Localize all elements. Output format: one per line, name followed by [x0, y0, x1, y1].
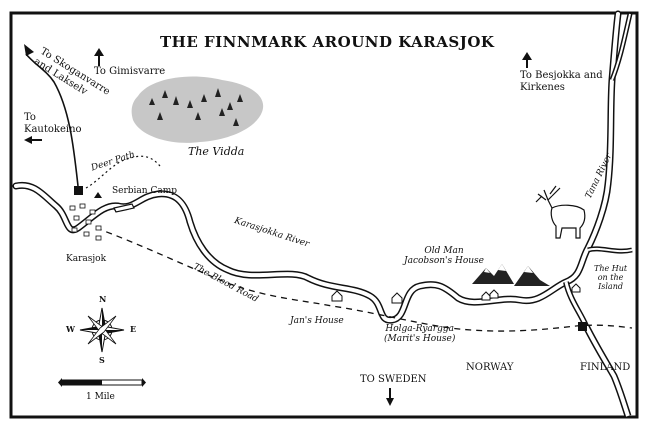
map-border	[9, 11, 639, 419]
label-finland: FINLAND	[580, 362, 631, 373]
label-besjokka: To Besjokka and Kirkenes	[520, 70, 603, 93]
label-holga-line1: Holga-Ryargga	[385, 324, 454, 334]
border-crossing-marker	[578, 322, 587, 331]
label-old-man: Old Man Jacobson's House	[404, 246, 484, 267]
scale-bar	[58, 378, 146, 387]
karasjok-houses	[69, 203, 102, 241]
map-title: THE FINNMARK AROUND KARASJOK	[160, 33, 495, 51]
jans-house-icon	[331, 290, 343, 302]
blood-road	[95, 227, 633, 332]
label-hut: The Hut on the Island	[594, 264, 627, 292]
label-holga: Holga-Ryargga (Marit's House)	[384, 324, 455, 345]
compass-n: N	[99, 294, 107, 304]
tana-south-inner	[584, 325, 630, 417]
sweden-arrow	[386, 388, 394, 406]
reindeer-icon	[535, 185, 586, 239]
scale-label: 1 Mile	[86, 392, 115, 402]
label-gimisvarre: To Gimisvarre	[94, 66, 166, 77]
compass-rose	[79, 307, 125, 353]
vidda-trees	[149, 88, 243, 126]
hut-icon	[571, 283, 581, 293]
label-kautokeino: To Kautokeino	[24, 112, 82, 135]
label-besjokka-line2: Kirkenes	[520, 81, 565, 93]
karasjok-marker	[74, 186, 83, 195]
label-norway: NORWAY	[466, 362, 514, 373]
label-karasjok: Karasjok	[66, 254, 107, 264]
label-old-man-line2: Jacobson's House	[404, 256, 484, 267]
label-holga-line2: (Marit's House)	[384, 334, 456, 345]
serbian-camp-icon	[113, 203, 135, 213]
karasjok-church	[94, 192, 102, 198]
label-jans-house: Jan's House	[290, 316, 344, 326]
vidda-area	[131, 76, 264, 143]
ne-river-inner	[611, 13, 631, 81]
east-river-inner	[587, 247, 633, 253]
skoganvarre-arrow	[24, 44, 34, 56]
skoganvarre-road	[25, 53, 79, 187]
label-to-sweden: TO SWEDEN	[360, 374, 427, 385]
mountains	[472, 264, 550, 286]
label-besjokka-line1: To Besjokka and	[520, 70, 603, 81]
label-hut-line2: on the	[597, 273, 624, 283]
kautokeino-arrow	[24, 136, 42, 144]
besjokka-arrow	[522, 52, 532, 68]
compass-e: E	[130, 324, 137, 334]
label-vidda: The Vidda	[188, 145, 245, 158]
compass-w: W	[66, 324, 75, 334]
label-kautokeino-line1: To	[24, 112, 36, 123]
label-hut-line1: The Hut	[594, 264, 628, 273]
label-kautokeino-line2: Kautokeino	[24, 123, 82, 135]
holga-house-icon	[391, 292, 403, 304]
label-hut-line3: Island	[598, 282, 623, 292]
gimisvarre-arrow	[94, 48, 104, 66]
label-serbian-camp: Serbian Camp	[112, 186, 178, 196]
label-old-man-line1: Old Man	[424, 246, 464, 256]
jacobson-house-icon	[481, 289, 499, 301]
compass-s: S	[99, 355, 105, 365]
